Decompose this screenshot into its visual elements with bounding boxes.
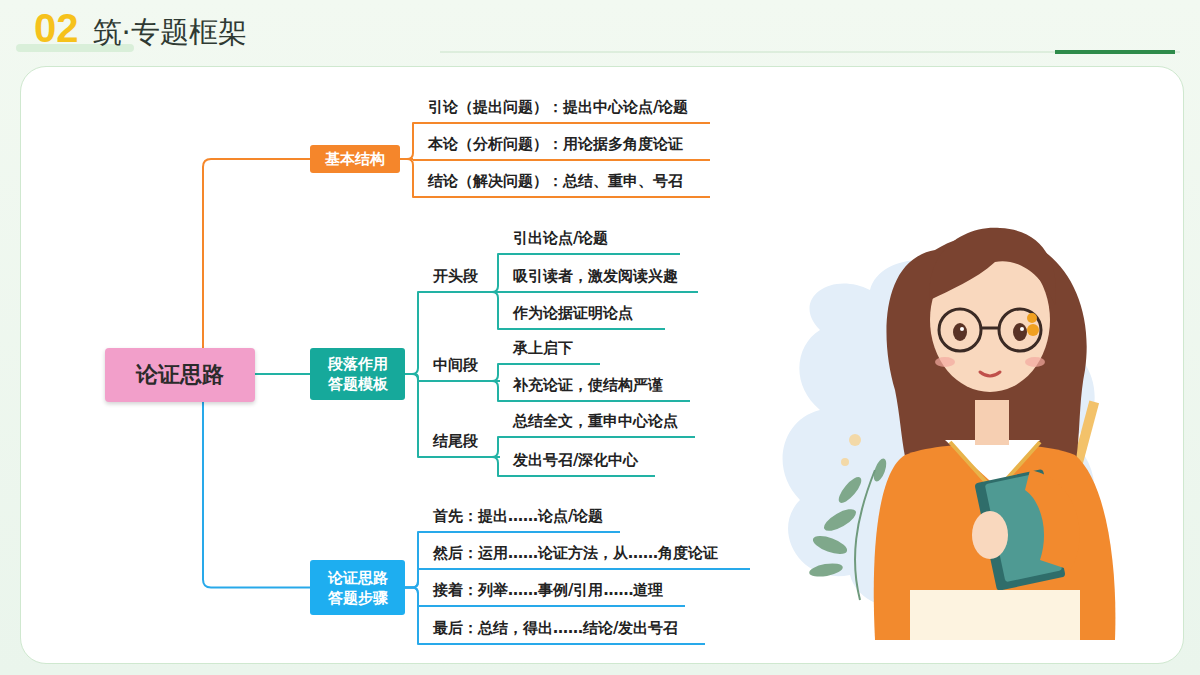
branch-text: 结论（解决问题）：总结、重申、号召 <box>413 168 710 198</box>
branch-box: 段落作用 答题模板 <box>310 348 405 400</box>
node-label: 承上启下 <box>513 340 594 357</box>
node-label: 引论（提出问题）：提出中心论点/论题 <box>428 99 704 116</box>
node-label: 开头段 <box>433 268 494 285</box>
branch-text: 引论（提出问题）：提出中心论点/论题 <box>413 94 710 124</box>
branch-text: 最后：总结，得出……结论/发出号召 <box>418 615 705 645</box>
node-label: 基本结构 <box>325 149 385 169</box>
branch-connector <box>492 381 500 401</box>
node-label: 结论（解决问题）：总结、重申、号召 <box>428 173 704 190</box>
branch-text: 本论（分析问题）：用论据多角度论证 <box>413 131 710 161</box>
node-label: 发出号召/深化中心 <box>513 452 649 469</box>
branch-box: 基本结构 <box>310 145 400 173</box>
branch-connector <box>492 364 500 381</box>
branch-connector <box>203 159 310 348</box>
branch-text: 开头段 <box>418 263 500 293</box>
branch-text: 然后：运用……论证方法，从……角度论证 <box>418 540 750 570</box>
branch-text: 接着：列举……事例/引用……道理 <box>418 577 685 607</box>
branch-text: 总结全文，重申中心论点 <box>498 408 695 438</box>
node-label: 然后：运用……论证方法，从……角度论证 <box>433 545 744 562</box>
node-label: 中间段 <box>433 357 494 374</box>
branch-connector <box>203 402 310 588</box>
node-label: 本论（分析问题）：用论据多角度论证 <box>428 136 704 153</box>
branch-text: 作为论据证明论点 <box>498 300 665 330</box>
node-label: 首先：提出……论点/论题 <box>433 508 614 525</box>
node-label: 引出论点/论题 <box>513 230 674 247</box>
branch-text: 结尾段 <box>418 428 500 458</box>
node-label: 补充论证，使结构严谨 <box>513 377 684 394</box>
title-row: 02 筑·专题框架 <box>34 6 247 53</box>
branch-connector <box>492 254 500 292</box>
slide-title: 筑·专题框架 <box>93 13 247 53</box>
branch-connector <box>255 373 310 375</box>
branch-text: 吸引读者，激发阅读兴趣 <box>498 263 698 293</box>
section-number: 02 <box>34 6 79 51</box>
node-label: 论证思路 答题步骤 <box>318 568 397 608</box>
branch-connector <box>492 437 500 457</box>
branch-text: 补充论证，使结构严谨 <box>498 372 690 402</box>
branch-text: 发出号召/深化中心 <box>498 447 655 477</box>
branch-box: 论证思路 答题步骤 <box>310 560 405 615</box>
branch-text: 中间段 <box>418 352 500 382</box>
branch-connector <box>492 457 500 476</box>
node-label: 总结全文，重申中心论点 <box>513 413 689 430</box>
branch-connector <box>492 292 500 329</box>
node-label: 段落作用 答题模板 <box>318 354 397 394</box>
node-label: 论证思路 <box>136 365 224 385</box>
branch-text: 首先：提出……论点/论题 <box>418 503 620 533</box>
node-label: 接着：列举……事例/引用……道理 <box>433 582 679 599</box>
teacher-illustration <box>783 228 1116 640</box>
node-label: 结尾段 <box>433 433 494 450</box>
node-label: 最后：总结，得出……结论/发出号召 <box>433 620 699 637</box>
root-box: 论证思路 <box>105 348 255 402</box>
branch-text: 引出论点/论题 <box>498 225 680 255</box>
branch-text: 承上启下 <box>498 335 600 365</box>
node-label: 作为论据证明论点 <box>513 305 659 322</box>
node-label: 吸引读者，激发阅读兴趣 <box>513 268 692 285</box>
